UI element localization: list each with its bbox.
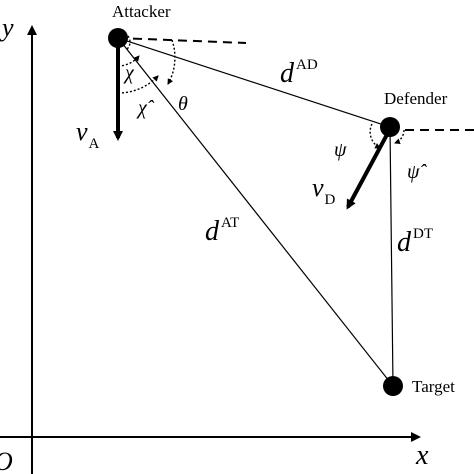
defender-node	[380, 117, 400, 137]
chi-hat-label: χ̂	[136, 97, 155, 119]
target-label: Target	[412, 377, 455, 396]
psi-hat-label: ψ̂	[407, 161, 427, 183]
attacker-reference-line	[117, 37, 247, 44]
attacker-node	[108, 28, 128, 48]
theta-label: θ	[178, 93, 188, 115]
psi-arc	[369, 123, 381, 149]
chi-arc	[117, 55, 140, 67]
psi-label: ψ	[334, 139, 347, 161]
attacker-heading-arc	[125, 35, 131, 51]
psi-hat-arc	[394, 129, 405, 145]
defender-target-line	[389, 126, 394, 387]
attacker-velocity-label: vA	[76, 117, 100, 152]
attacker-label: Attacker	[112, 2, 171, 21]
chi-hat-arc	[117, 75, 159, 94]
origin-label: O	[0, 447, 13, 474]
defender-velocity-label: vD	[312, 173, 336, 208]
defender-velocity-arrow	[346, 128, 392, 210]
theta-arc	[167, 39, 176, 85]
defender-label: Defender	[384, 89, 448, 108]
chi-label: χ	[123, 62, 135, 84]
target-node	[383, 376, 403, 396]
y-axis-label: y	[0, 13, 14, 42]
x-axis-label: x	[415, 440, 429, 471]
attacker-defender-line	[117, 37, 391, 128]
attacker-target-line	[117, 37, 394, 387]
